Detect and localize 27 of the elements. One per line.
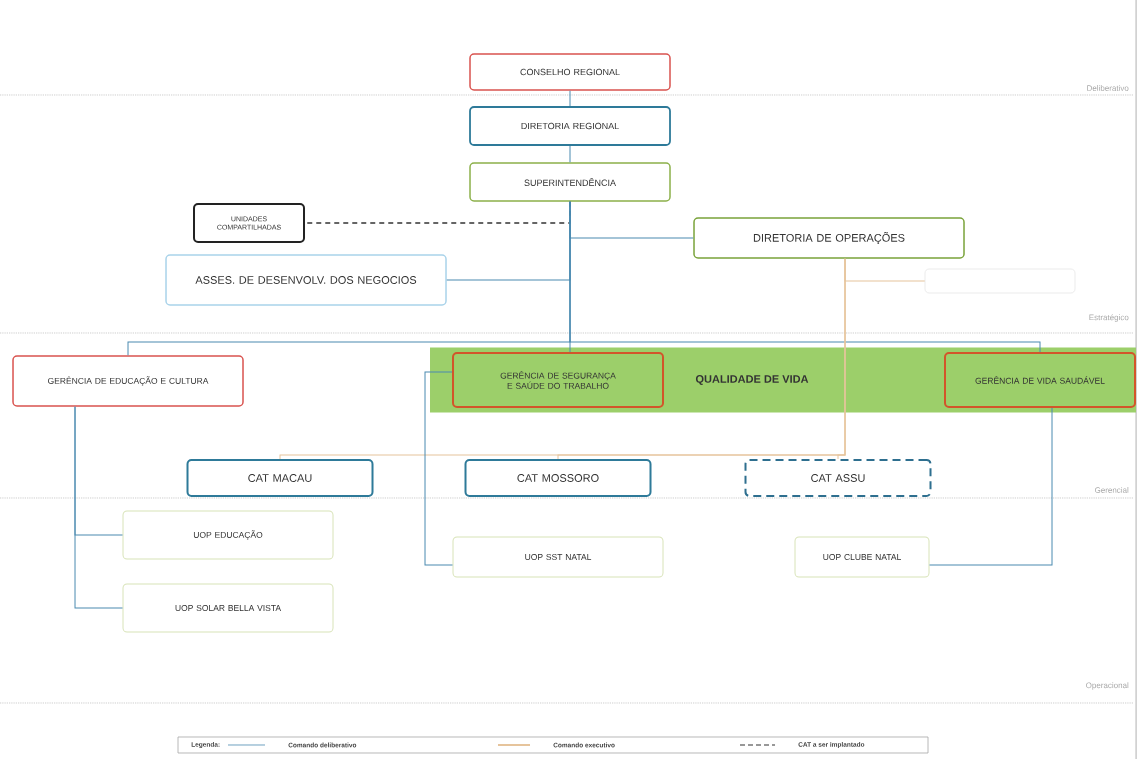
org-box: GERÊNCIA DE EDUCAÇÃO E CULTURA [12, 355, 244, 407]
layer-label: Gerencial [1095, 487, 1129, 493]
connector-line [74, 406, 123, 609]
org-box: CAT MACAU [186, 459, 374, 497]
connector-line [837, 258, 846, 460]
layer-label: Estratégico [1089, 314, 1129, 322]
org-box: SUPERINTENDÊNCIA [469, 162, 671, 202]
connector-line [569, 201, 1041, 353]
layer-label: Operacional [1086, 682, 1129, 690]
org-box: DIRETORIA REGIONAL [469, 106, 671, 146]
org-box: ASSES. DE DESENVOLV. DOS NEGOCIOS [165, 254, 447, 306]
org-box: DIRETORIA DE OPERAÇÕES [693, 217, 965, 259]
org-box: UOP EDUCAÇÃO [122, 510, 334, 560]
org-box: GERÊNCIA DE VIDA SAUDÁVEL [944, 352, 1136, 408]
org-box: UOP SST NATAL [452, 536, 664, 578]
layer-label: Deliberativo [1087, 85, 1129, 91]
org-box: GERÊNCIA DE SEGURANÇA E SAÚDE DO TRABALHO [452, 352, 664, 408]
org-box [924, 268, 1076, 294]
connector-line [424, 371, 453, 566]
org-box: CAT ASSU [744, 459, 932, 497]
org-box: CAT MOSSORO [464, 459, 652, 497]
connector-line [569, 90, 571, 107]
org-box: UOP CLUBE NATAL [794, 536, 930, 578]
org-box: UOP SOLAR BELLA VISTA [122, 583, 334, 633]
connector-line [569, 145, 571, 163]
org-box: CONSELHO REGIONAL [469, 53, 671, 91]
connector-line [929, 407, 1053, 566]
